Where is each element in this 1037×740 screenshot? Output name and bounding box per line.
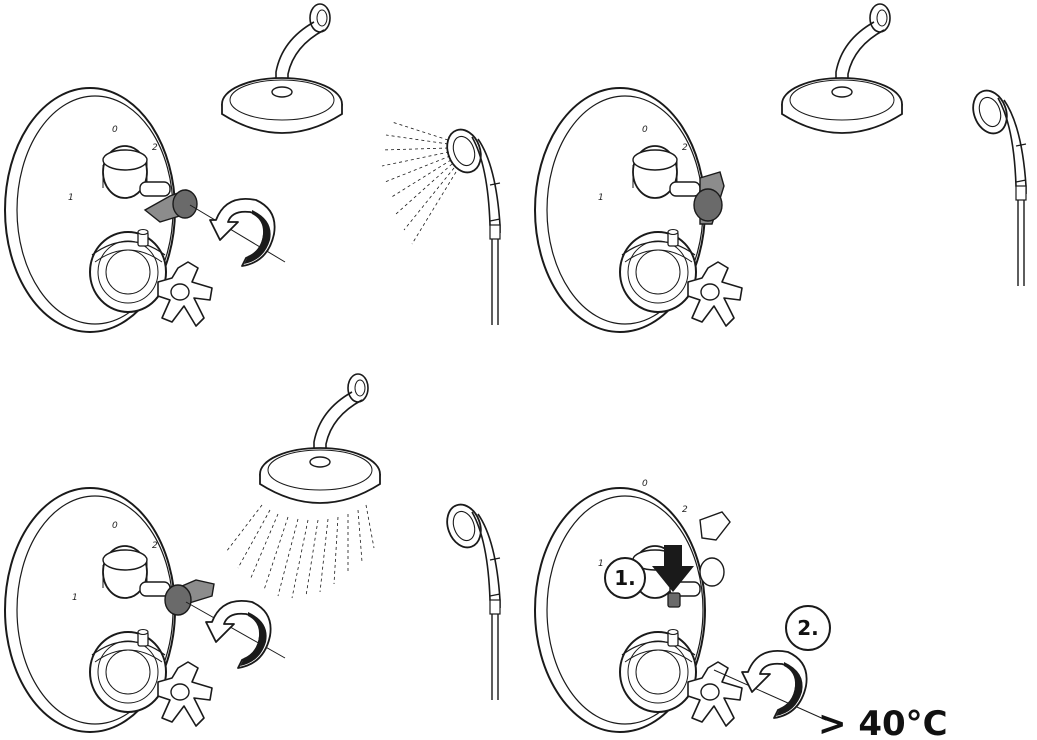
- diverter-lever: [700, 512, 730, 540]
- dial-label-2: 2: [152, 541, 158, 551]
- rotate-arrow-icon: [742, 651, 807, 718]
- dial-label-off: 0: [112, 125, 118, 135]
- hand-shower: [441, 500, 500, 700]
- panel-top-left: 0 2 1: [5, 4, 500, 332]
- dial-label-off: 0: [642, 125, 648, 135]
- dial-label-1: 1: [598, 193, 604, 203]
- hand-shower: [441, 125, 500, 325]
- dial-label-1: 1: [72, 593, 78, 603]
- step-1-label: 1.: [614, 566, 636, 590]
- step-2-label: 2.: [797, 616, 819, 640]
- dial-label-2: 2: [682, 143, 688, 153]
- dial-label-off: 0: [642, 479, 648, 489]
- overhead-shower: [222, 4, 342, 133]
- dial-label-1: 1: [68, 193, 74, 203]
- dial-label-1: 1: [598, 559, 604, 569]
- overhead-spray: [226, 505, 374, 598]
- dial-label-off: 0: [112, 521, 118, 531]
- overhead-shower: [782, 4, 902, 133]
- dial-label-2: 2: [152, 143, 158, 153]
- hand-shower: [967, 86, 1026, 286]
- panel-bottom-right: 0 2 1 1. 2. > 40°C: [535, 479, 948, 740]
- hand-spray: [382, 122, 456, 244]
- overhead-shower: [260, 374, 380, 503]
- panel-top-right: 0 2 1: [535, 4, 1026, 332]
- rotate-arrow-icon: [206, 601, 271, 668]
- rotate-arrow-icon: [210, 199, 275, 266]
- panel-bottom-left: 0 2 1: [5, 374, 500, 732]
- safety-button: [668, 593, 680, 607]
- dial-label-2: 2: [682, 505, 688, 515]
- temperature-label: > 40°C: [818, 704, 948, 740]
